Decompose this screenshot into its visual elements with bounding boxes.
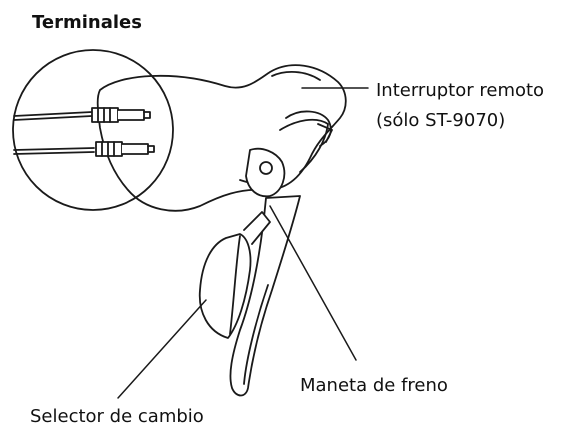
label-remote-switch-note: (sólo ST-9070) — [376, 110, 506, 131]
label-brake-lever: Maneta de freno — [300, 375, 448, 396]
terminal-cables — [13, 107, 155, 157]
magnifier-circle — [12, 49, 174, 211]
pivot-bolt — [259, 161, 273, 175]
leader-brake-lever — [269, 205, 357, 361]
leader-shift-selector — [117, 299, 207, 399]
hood-body — [96, 64, 347, 212]
terminal-lower — [95, 141, 123, 157]
label-remote-switch: Interruptor remoto — [376, 80, 545, 101]
label-terminals: Terminales — [32, 12, 142, 33]
terminal-upper — [91, 107, 119, 123]
label-shift-selector: Selector de cambio — [30, 406, 204, 427]
